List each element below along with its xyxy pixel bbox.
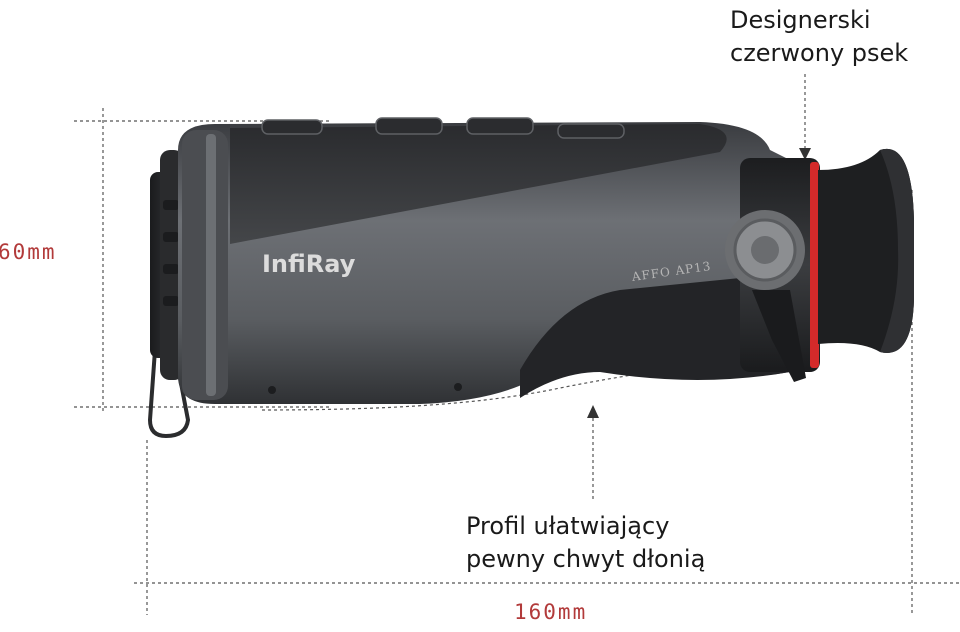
button-1 (261, 119, 323, 135)
screw-2 (454, 383, 462, 391)
red-ring-callout-line2: czerwony psek (730, 39, 909, 67)
front-collar (182, 130, 228, 400)
bottom-callout-arrow (587, 405, 599, 418)
eyecup-rim (880, 148, 914, 353)
button-2 (375, 117, 443, 135)
height-dimension-label: 60mm (0, 240, 57, 264)
strap-mount (752, 290, 806, 382)
top-callout-arrow (799, 148, 811, 160)
grip-panel (520, 276, 790, 398)
button-4 (557, 123, 625, 139)
grip-callout-line2: pewny chwyt dłonią (466, 545, 706, 573)
focus-knob-center (751, 236, 779, 264)
length-dimension-label: 160mm (514, 600, 588, 624)
top-panel (230, 124, 727, 244)
screw-1 (268, 386, 276, 394)
grip-callout: Profil ułatwiający pewny chwyt dłonią (466, 510, 705, 576)
brand-logo: InfiRay (262, 250, 356, 278)
grip-callout-line1: Profil ułatwiający (466, 512, 670, 540)
red-ring-callout: Designerski czerwony psek (730, 4, 908, 70)
red-ring-callout-line1: Designerski (730, 6, 871, 34)
top-buttons (261, 117, 625, 139)
red-accent-ring (810, 162, 819, 368)
button-3 (466, 117, 534, 135)
lanyard (147, 349, 191, 439)
lens-grip-ridges (163, 200, 179, 306)
eyecup (818, 148, 914, 353)
front-collar-highlight (206, 134, 216, 396)
